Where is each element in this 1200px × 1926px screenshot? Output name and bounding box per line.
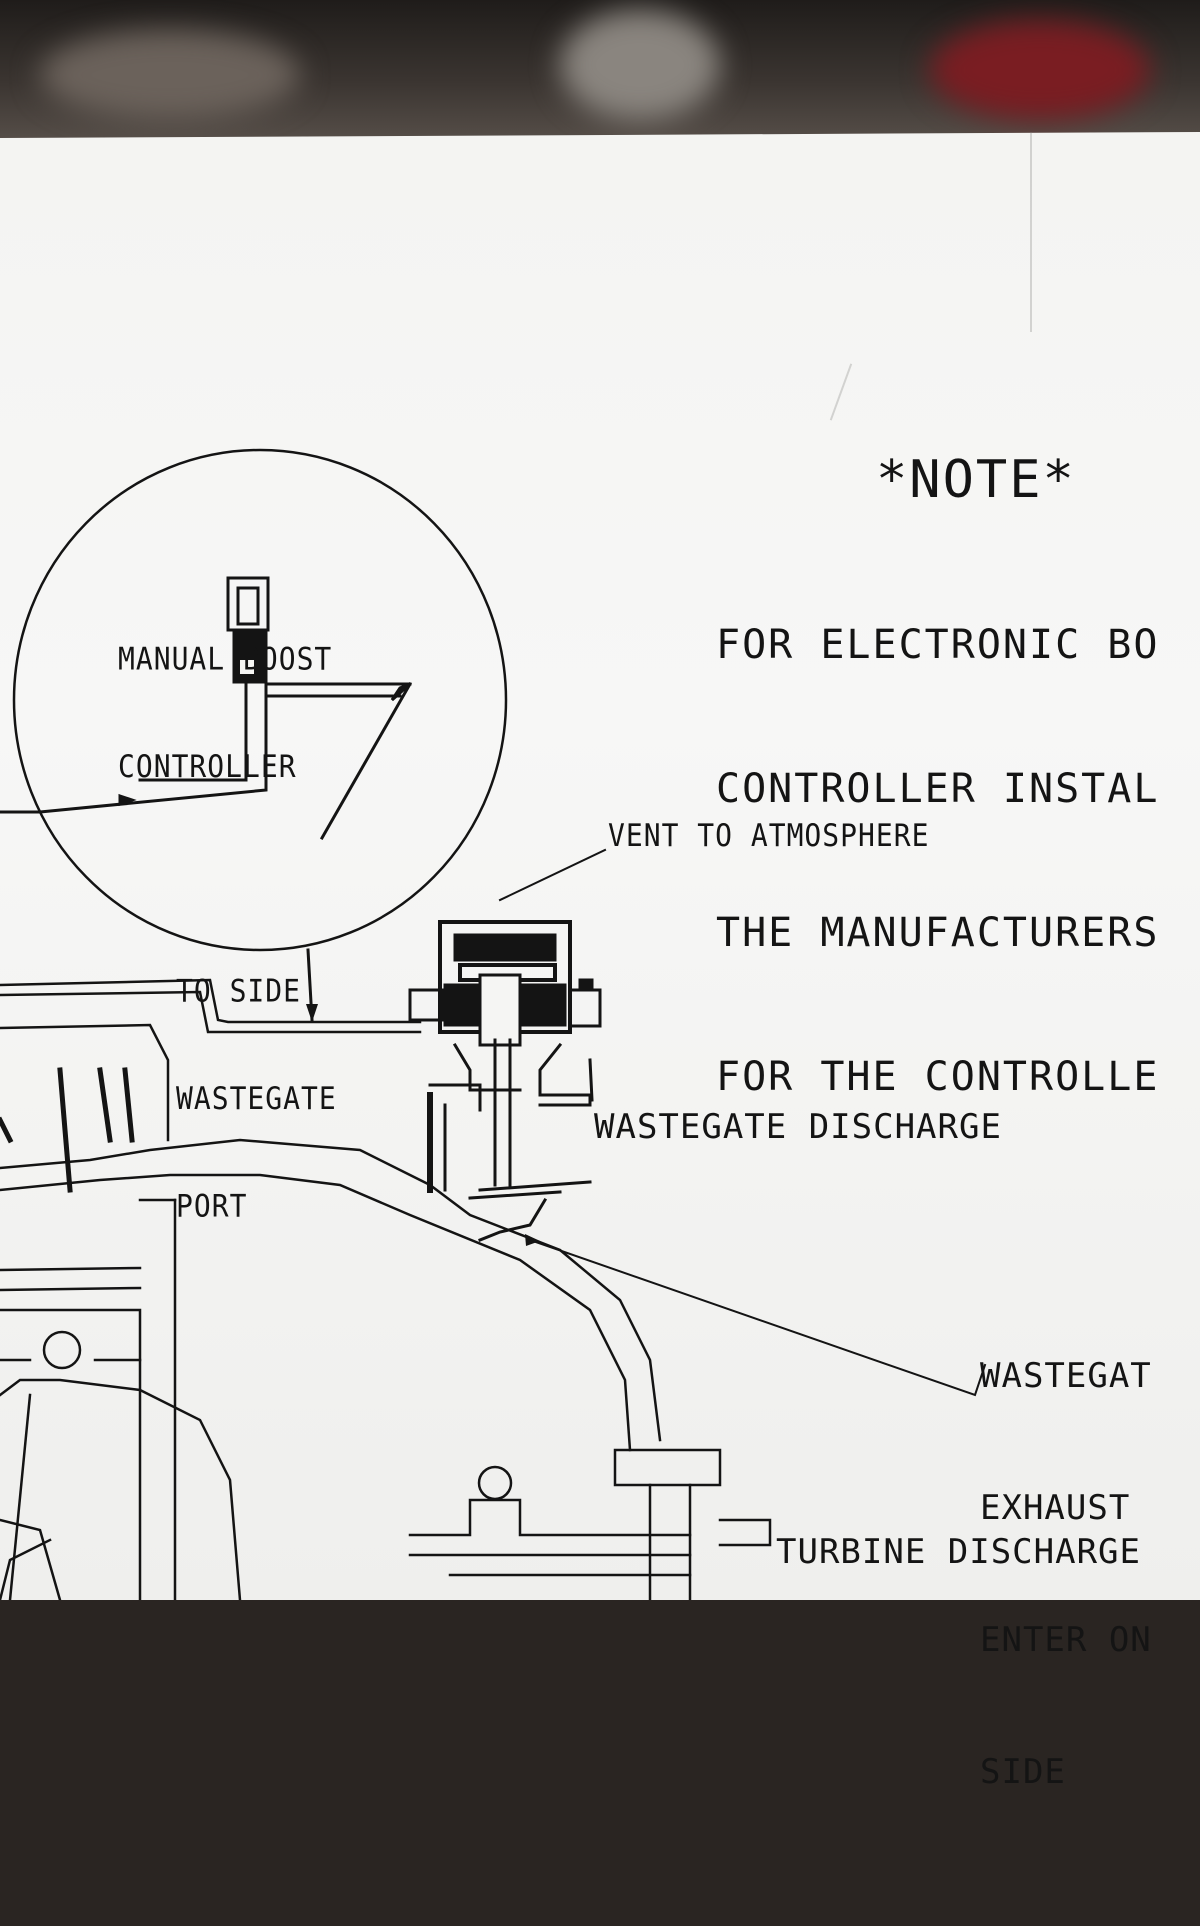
- note-line: FOR ELECTRONIC BO: [716, 622, 1160, 668]
- wastegate-discharge-label: WASTEGATE DISCHARGE: [594, 1107, 1002, 1147]
- note-line: CONTROLLER INSTAL: [716, 766, 1160, 812]
- background-blur: [40, 30, 300, 120]
- label-line: TO SIDE: [176, 972, 302, 1010]
- blurred-background: [0, 0, 1200, 150]
- wastegate-assembly: [408, 920, 602, 1242]
- label-line: WASTEGAT: [980, 1356, 1152, 1396]
- note-line: FOR THE CONTROLLE: [716, 1054, 1160, 1100]
- note-line: THE MANUFACTURERS: [716, 910, 1160, 956]
- turbine-housing: [0, 1448, 772, 1600]
- manual-boost-controller-label: MANUAL BOOST CONTROLLER: [118, 498, 332, 892]
- to-side-wastegate-port-label: TO SIDE WASTEGATE PORT: [176, 830, 337, 1332]
- label-line: CONTROLLER: [118, 747, 297, 785]
- coil-detail: [0, 1067, 135, 1193]
- note-title: *NOTE*: [876, 450, 1076, 510]
- label-line: WASTEGATE: [176, 1079, 337, 1117]
- paper-sheet: [0, 132, 1200, 1600]
- wastegate-exhaust-leader: [528, 1238, 987, 1397]
- turbine-discharge-label: TURBINE DISCHARGE: [776, 1532, 1141, 1572]
- label-line: PORT: [176, 1187, 248, 1225]
- boost-controller-symbol: [0, 576, 413, 841]
- plumbing-diagram: [0, 448, 987, 1600]
- manifold-outline: [0, 978, 662, 1600]
- vent-to-atmosphere-label: VENT TO ATMOSPHERE: [608, 816, 930, 854]
- label-line: EXHAUST: [980, 1488, 1131, 1528]
- background-blur: [930, 20, 1150, 120]
- note-body: FOR ELECTRONIC BO CONTROLLER INSTAL THE …: [716, 525, 1159, 1149]
- label-line: ENTER ON: [980, 1620, 1152, 1660]
- background-blur: [560, 10, 720, 120]
- label-line: MANUAL BOOST: [118, 640, 333, 678]
- vent-leader: [498, 848, 607, 902]
- label-line: SIDE: [980, 1752, 1066, 1792]
- detail-circle: [12, 448, 508, 952]
- paper-crease: [1030, 132, 1032, 332]
